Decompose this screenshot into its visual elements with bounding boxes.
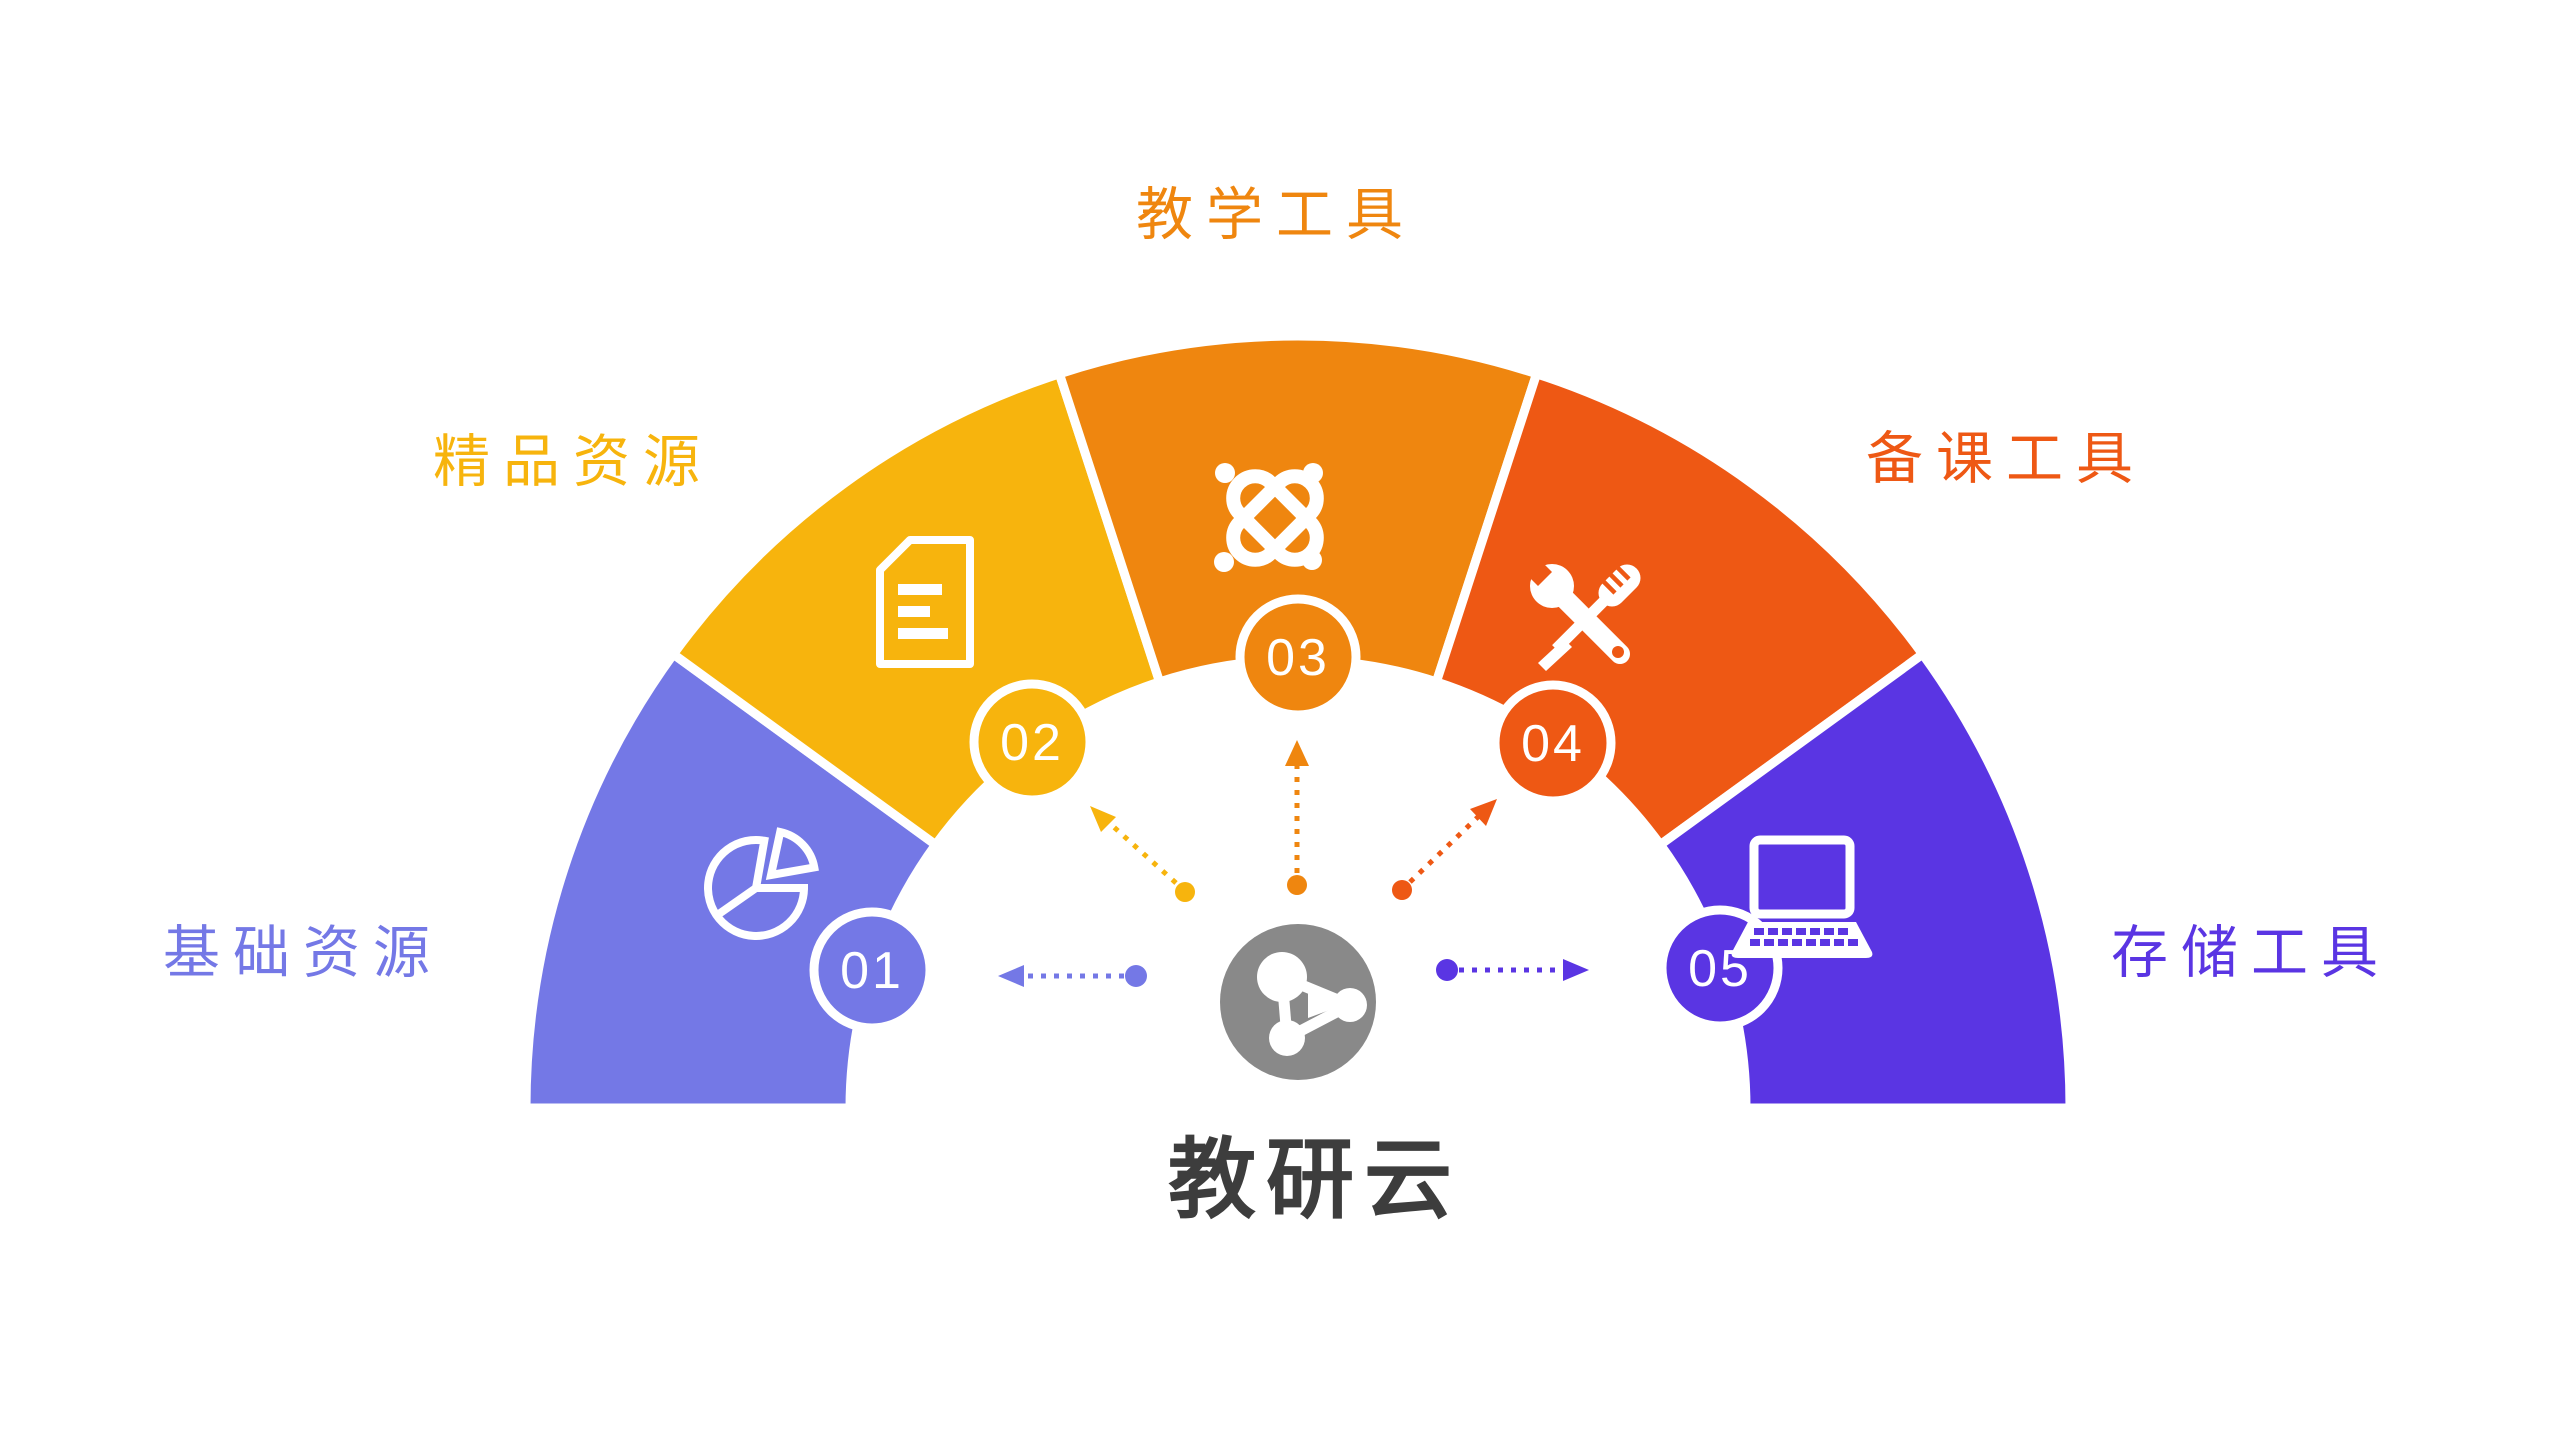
arrow-03 bbox=[1285, 740, 1309, 895]
labels: 基础资源 精品资源 教学工具 备课工具 存储工具 bbox=[163, 183, 2391, 985]
arrows bbox=[998, 740, 1589, 987]
badge-01: 01 bbox=[809, 907, 935, 1033]
document-icon bbox=[876, 536, 974, 668]
label-basic-resources: 基础资源 bbox=[163, 921, 443, 985]
badge-02: 02 bbox=[969, 679, 1095, 805]
center-circle bbox=[1220, 924, 1376, 1080]
badge-04-circle bbox=[1490, 680, 1616, 806]
badge-02-number: 02 bbox=[1000, 714, 1064, 772]
badge-04-number: 04 bbox=[1521, 715, 1585, 773]
label-teaching-tools: 教学工具 bbox=[1136, 183, 1416, 247]
arrow-05 bbox=[1436, 959, 1589, 981]
pie-chart-icon bbox=[704, 827, 819, 940]
screwdriver-handle-stripes bbox=[1601, 565, 1631, 595]
number-badges: 01 02 03 04 05 bbox=[809, 594, 1783, 1033]
tools-icon bbox=[1524, 558, 1641, 671]
share-nodes-icon bbox=[1257, 952, 1367, 1056]
label-storage-tools: 存储工具 bbox=[2111, 921, 2391, 985]
label-lesson-prep-tools: 备课工具 bbox=[1866, 427, 2146, 491]
arrow-04 bbox=[1392, 799, 1497, 900]
arrow-01 bbox=[998, 965, 1147, 987]
badge-03: 03 bbox=[1235, 594, 1361, 720]
diagram-title: 教研云 bbox=[1168, 1130, 1462, 1229]
badge-04: 04 bbox=[1490, 680, 1616, 806]
laptop-icon bbox=[1731, 835, 1873, 958]
badge-02-circle bbox=[969, 679, 1095, 805]
badge-01-circle bbox=[809, 907, 935, 1033]
badge-01-number: 01 bbox=[840, 942, 904, 1000]
knot-icon bbox=[1214, 463, 1324, 572]
badge-03-number: 03 bbox=[1266, 629, 1330, 687]
laptop-keys bbox=[1750, 928, 1858, 946]
badge-03-circle bbox=[1235, 594, 1361, 720]
wrench-handle-hole bbox=[1612, 646, 1624, 658]
wrench-notch bbox=[1524, 558, 1552, 586]
label-premium-resources: 精品资源 bbox=[433, 430, 713, 494]
arrow-02 bbox=[1090, 806, 1195, 902]
center-hub bbox=[1220, 924, 1376, 1080]
